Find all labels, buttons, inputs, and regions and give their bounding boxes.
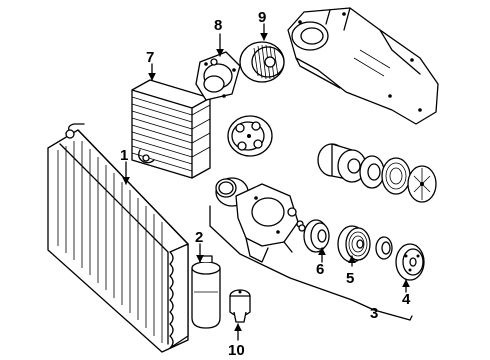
clutch-coil: [298, 219, 330, 253]
callout-4: 4: [402, 291, 411, 308]
clutch-bearing: [375, 236, 393, 260]
callout-8: 8: [214, 17, 222, 34]
callout-7: 7: [146, 49, 154, 66]
condenser: [47, 123, 189, 353]
accumulator-drier: [191, 255, 221, 329]
callout-6: 6: [316, 261, 324, 278]
evaporator-core: [131, 79, 211, 179]
compressor-rear-head: [227, 115, 273, 157]
callout-leaders: [122, 23, 410, 341]
callout-labels: 1 2 3 4 5 6 7 8 9 10: [120, 9, 411, 359]
callout-5: 5: [346, 270, 354, 287]
o-ring: [215, 178, 237, 198]
callout-3: 3: [370, 305, 378, 322]
blower-motor: [195, 51, 241, 101]
callout-2: 2: [195, 229, 203, 246]
callout-10: 10: [228, 342, 245, 359]
clutch-hub: [395, 243, 425, 281]
callout-9: 9: [258, 9, 266, 26]
callout-1: 1: [120, 147, 128, 164]
pressure-switch: [229, 289, 251, 323]
blower-case: [287, 7, 439, 125]
clutch-pulley: [337, 225, 371, 263]
blower-wheel: [239, 41, 285, 83]
compressor-group-bracket: [209, 205, 413, 321]
clutch-assembly-upper: [317, 143, 437, 203]
